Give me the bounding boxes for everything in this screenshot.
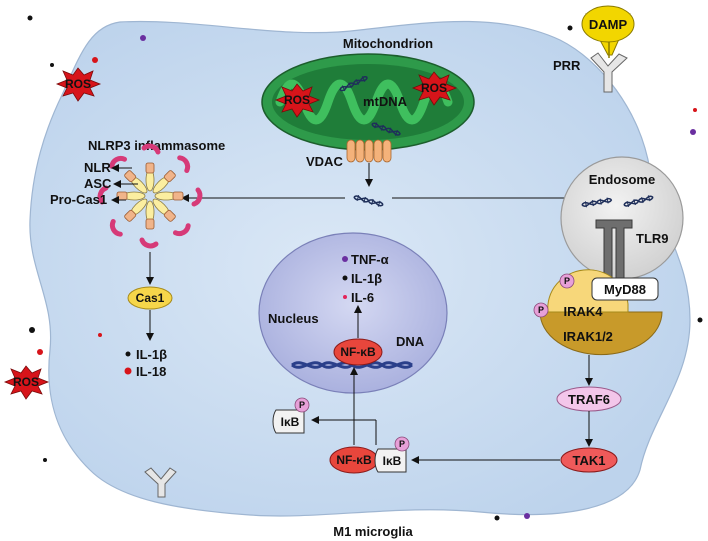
ros-burst-mito-left: ROS — [275, 83, 320, 118]
damp-ligand: DAMP — [581, 5, 635, 58]
damp-label: DAMP — [589, 17, 628, 32]
vdac-channel — [346, 139, 392, 163]
scattered-molecules — [27, 15, 703, 521]
cytokine-tnfa: TNF-α — [351, 252, 389, 267]
irak12-node: IRAK1/2 — [539, 311, 663, 356]
svg-text:P: P — [299, 400, 305, 410]
svg-text:TAK1: TAK1 — [573, 453, 606, 468]
prr-receptor: PRR — [553, 52, 628, 93]
receptor-icon — [144, 467, 177, 498]
phospho-badge: P — [559, 273, 575, 289]
cas1-node: Cas1 — [127, 286, 173, 310]
component-pro-cas1: Pro-Cas1 — [50, 192, 107, 207]
mitochondrion: Mitochondrion ROS ROS mtDNA VDAC — [261, 36, 475, 169]
mtdna-label: mtDNA — [363, 94, 408, 109]
svg-text:ROS: ROS — [284, 93, 310, 107]
cytokine-il6: IL-6 — [351, 290, 374, 305]
svg-text:TRAF6: TRAF6 — [568, 392, 610, 407]
component-nlr: NLR — [84, 160, 111, 175]
svg-text:IκB: IκB — [383, 454, 402, 468]
cell-label: M1 microglia — [333, 524, 413, 539]
svg-text:Cas1: Cas1 — [136, 291, 165, 305]
nucleus: Nucleus DNA NF-κB TNF-α IL-1β IL-6 — [258, 232, 448, 445]
ros-label: ROS — [13, 375, 39, 389]
svg-text:NF-κB: NF-κB — [336, 453, 372, 467]
mitochondrion-title: Mitochondrion — [343, 36, 433, 51]
dna-label: DNA — [396, 334, 425, 349]
nucleus-title: Nucleus — [268, 311, 319, 326]
svg-text:IRAK1/2: IRAK1/2 — [563, 329, 613, 344]
svg-text:IκB: IκB — [281, 415, 300, 429]
output-il18: IL-18 — [136, 364, 166, 379]
prr-label: PRR — [553, 58, 581, 73]
svg-text:P: P — [399, 439, 405, 449]
svg-text:NF-κB: NF-κB — [340, 345, 376, 359]
component-asc: ASC — [84, 176, 112, 191]
svg-text:P: P — [538, 305, 544, 315]
svg-text:MyD88: MyD88 — [604, 282, 646, 297]
tlr9-label: TLR9 — [636, 231, 669, 246]
svg-text:IRAK4: IRAK4 — [563, 304, 603, 319]
nfkb-ikb-complex: NF-κB IκB P — [329, 436, 410, 474]
free-ikb: IκB P — [272, 397, 310, 434]
output-il1b: IL-1β — [136, 347, 167, 362]
inflammasome-title: NLRP3 inflammasome — [88, 138, 225, 153]
nuclear-cytokines: TNF-α IL-1β IL-6 — [342, 252, 389, 305]
traf6-node: TRAF6 — [556, 386, 622, 412]
myd88-node: MyD88 — [591, 277, 659, 301]
endosome: Endosome TLR9 — [560, 156, 684, 304]
svg-text:P: P — [564, 276, 570, 286]
phospho-badge: P — [533, 302, 549, 318]
ros-burst-left: ROS — [4, 365, 49, 400]
ros-burst-top: ROS — [56, 67, 101, 102]
endosome-title: Endosome — [589, 172, 655, 187]
cytokine-il1b: IL-1β — [351, 271, 382, 286]
vdac-label: VDAC — [306, 154, 343, 169]
tak1-node: TAK1 — [560, 447, 618, 473]
nuclear-nfkb: NF-κB — [333, 338, 383, 366]
inflammasome-outputs: IL-1β IL-18 — [124, 347, 167, 379]
ros-label: ROS — [65, 77, 91, 91]
ros-burst-mito-right: ROS — [412, 71, 457, 106]
svg-text:ROS: ROS — [421, 81, 447, 95]
